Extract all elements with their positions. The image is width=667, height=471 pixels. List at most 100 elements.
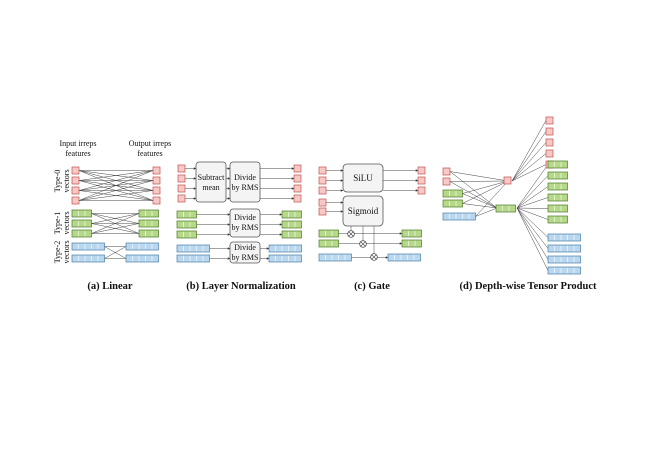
divide-rms-box-0: [229, 161, 261, 203]
ln-out-type0-1: [293, 174, 302, 183]
divide-rms-2-line2: by RMS: [232, 253, 259, 262]
divide-rms-1-line2: by RMS: [232, 223, 259, 232]
gate-in-silu-0: [318, 166, 327, 175]
silu-label: SiLU: [353, 173, 373, 183]
gate-out-type1-1: [401, 239, 422, 248]
linear-in-type1-1: [71, 219, 92, 228]
ln-in-type0-3: [177, 194, 186, 203]
gate-in-sigmoid-0: [318, 198, 327, 207]
gate-out-type0-0: [417, 166, 426, 175]
tp-out-type1-4: [547, 204, 568, 213]
ln-out-type0-0: [293, 164, 302, 173]
layernorm-arrows: [185, 167, 295, 260]
gate-in-type1-1: [318, 239, 339, 248]
linear-feature-blocks: [71, 166, 161, 263]
silu-box: [342, 163, 384, 193]
tp-out-type2-0: [547, 233, 581, 242]
panel-gate: SiLU Sigmoid (c) Gate: [318, 163, 426, 292]
row-label-type2-line2: vectors: [62, 240, 71, 263]
tp-in-type0-0: [442, 167, 451, 176]
linear-out-type0-3: [152, 196, 161, 205]
gate-in-sigmoid-1: [318, 207, 327, 216]
tp-out-type0-3: [545, 149, 554, 158]
ln-in-type1-2: [176, 230, 197, 239]
ln-out-type1-2: [281, 230, 302, 239]
ln-in-type2-1: [176, 254, 210, 263]
row-label-type1-line2: vectors: [62, 211, 71, 234]
ln-out-type2-0: [268, 244, 302, 253]
divide-rms-2-line1: Divide: [234, 243, 256, 252]
panel-layernorm: Subtract mean Divide by RMS Divide by RM…: [176, 161, 302, 292]
row-label-type0-line2: vectors: [62, 169, 71, 192]
output-label-line2: features: [137, 149, 162, 158]
tp-out-type0-1: [545, 127, 554, 136]
row-label-type2-line1: Type-2: [53, 241, 62, 264]
divide-rms-0-line2: by RMS: [232, 183, 259, 192]
caption-gate: (c) Gate: [354, 281, 390, 292]
tp-in-type2-0: [442, 212, 476, 221]
tensor-product-connections: [449, 120, 549, 271]
tensor-product-feature-blocks: [442, 116, 581, 275]
linear-out-type1-0: [138, 209, 159, 218]
tp-in-type1-0: [442, 189, 463, 198]
input-label-line2: features: [65, 149, 90, 158]
ln-in-type2-0: [176, 244, 210, 253]
tp-out-type1-0: [547, 160, 568, 169]
multiply-node-2: [370, 253, 378, 261]
tp-hub-type0: [503, 176, 512, 185]
gate-feature-blocks: [318, 166, 426, 262]
linear-out-type1-1: [138, 219, 159, 228]
linear-in-type0-0: [71, 166, 80, 175]
ln-in-type1-1: [176, 220, 197, 229]
tp-out-type0-2: [545, 138, 554, 147]
linear-out-type2-1: [125, 254, 159, 263]
subtract-mean-line1: Subtract: [198, 173, 225, 182]
linear-in-type2-0: [71, 242, 105, 251]
linear-out-type0-1: [152, 176, 161, 185]
caption-layernorm: (b) Layer Normalization: [186, 281, 296, 292]
input-label-line1: Input irreps: [59, 139, 96, 148]
tp-out-type1-1: [547, 171, 568, 180]
tp-out-type2-1: [547, 244, 581, 253]
ln-out-type2-1: [268, 254, 302, 263]
tp-out-type0-0: [545, 116, 554, 125]
linear-in-type0-1: [71, 176, 80, 185]
ln-in-type0-2: [177, 184, 186, 193]
ln-out-type1-1: [281, 220, 302, 229]
sigmoid-box: [342, 195, 384, 227]
subtract-mean-line2: mean: [202, 183, 219, 192]
gate-multiply-nodes: [347, 230, 378, 261]
gate-out-type0-2: [417, 186, 426, 195]
linear-out-type1-2: [138, 229, 159, 238]
gate-in-silu-1: [318, 176, 327, 185]
gate-in-silu-2: [318, 186, 327, 195]
tp-hub-type1: [495, 204, 516, 213]
linear-out-type0-0: [152, 166, 161, 175]
linear-in-type1-2: [71, 229, 92, 238]
ln-out-type0-3: [293, 194, 302, 203]
multiply-node-1: [359, 240, 367, 248]
tp-out-type2-2: [547, 255, 581, 264]
ln-out-type1-0: [281, 210, 302, 219]
linear-out-type0-2: [152, 186, 161, 195]
linear-in-type0-3: [71, 196, 80, 205]
linear-in-type0-2: [71, 186, 80, 195]
tp-in-type1-1: [442, 199, 463, 208]
tp-in-type0-1: [442, 177, 451, 186]
divide-rms-0-line1: Divide: [234, 173, 256, 182]
divide-rms-box-1: [229, 208, 261, 238]
gate-out-type0-1: [417, 176, 426, 185]
tp-out-type1-3: [547, 193, 568, 202]
row-label-type1-line1: Type-1: [53, 212, 62, 235]
gate-out-type2-0: [387, 253, 421, 262]
linear-in-type2-1: [71, 254, 105, 263]
output-label-line1: Output irreps: [129, 139, 171, 148]
gate-in-type1-0: [318, 229, 339, 238]
linear-out-type2-0: [125, 242, 159, 251]
caption-linear: (a) Linear: [87, 281, 133, 292]
ln-out-type0-2: [293, 184, 302, 193]
ln-in-type0-0: [177, 164, 186, 173]
ln-in-type1-0: [176, 210, 197, 219]
linear-in-type1-0: [71, 209, 92, 218]
